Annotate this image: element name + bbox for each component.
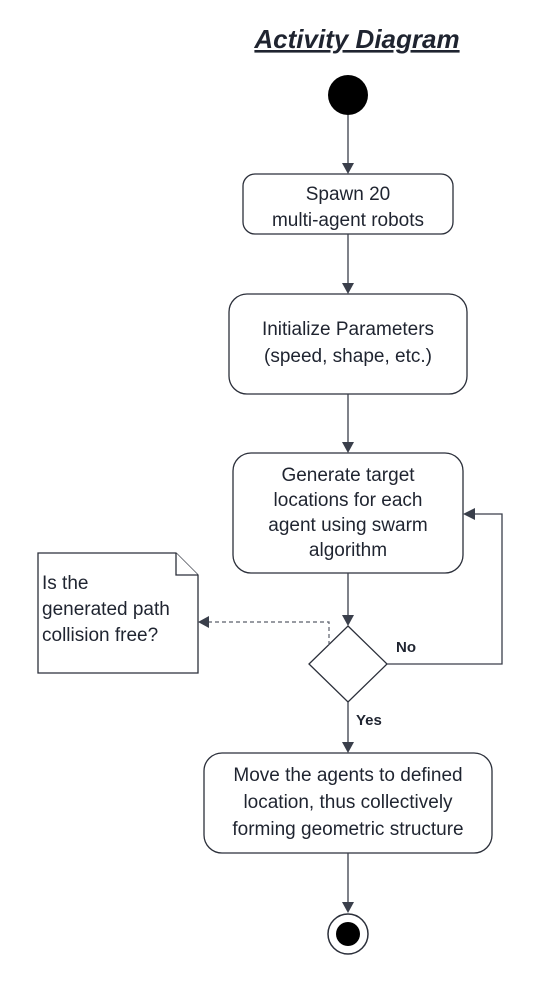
- final-node: [327, 913, 369, 955]
- activity-generate-line-4: algorithm: [309, 540, 387, 561]
- note-line-2: generated path: [42, 599, 170, 620]
- arrowhead: [342, 742, 354, 753]
- note-collision-check: Is the generated path collision free?: [37, 552, 199, 674]
- note-connector: [208, 621, 330, 645]
- activity-move-line-1: Move the agents to defined: [233, 765, 462, 786]
- activity-generate-line-1: Generate target: [281, 465, 415, 486]
- edge-label-no: No: [396, 639, 416, 656]
- arrowhead: [342, 615, 354, 626]
- arrowhead: [342, 902, 354, 913]
- arrowhead: [463, 508, 475, 520]
- arrowhead: [342, 442, 354, 453]
- edge-label-yes: Yes: [356, 712, 382, 729]
- arrowhead: [342, 283, 354, 294]
- arrowhead: [198, 616, 209, 628]
- activity-generate-targets: Generate target locations for each agent…: [232, 452, 464, 574]
- activity-generate-line-3: agent using swarm: [268, 515, 427, 536]
- arrowhead: [342, 163, 354, 174]
- edge-decision-no-loop: [387, 513, 503, 665]
- activity-move-agents: Move the agents to defined location, thu…: [203, 752, 493, 854]
- activity-init-line-1: Initialize Parameters: [262, 319, 434, 340]
- activity-move-line-3: forming geometric structure: [232, 819, 463, 840]
- activity-spawn-line-2: multi-agent robots: [272, 210, 424, 231]
- note-line-3: collision free?: [42, 625, 158, 646]
- activity-initialize-parameters: Initialize Parameters (speed, shape, etc…: [228, 293, 468, 395]
- activity-generate-line-2: locations for each: [274, 490, 423, 511]
- activity-spawn-robots: Spawn 20 multi-agent robots: [242, 173, 454, 235]
- diagram-title: Activity Diagram: [253, 24, 459, 54]
- initial-node: [328, 75, 368, 115]
- activity-spawn-line-1: Spawn 20: [306, 184, 391, 205]
- note-line-1: Is the: [42, 573, 88, 594]
- decision-node: [308, 625, 388, 703]
- activity-move-line-2: location, thus collectively: [243, 792, 453, 813]
- activity-init-line-2: (speed, shape, etc.): [264, 346, 432, 367]
